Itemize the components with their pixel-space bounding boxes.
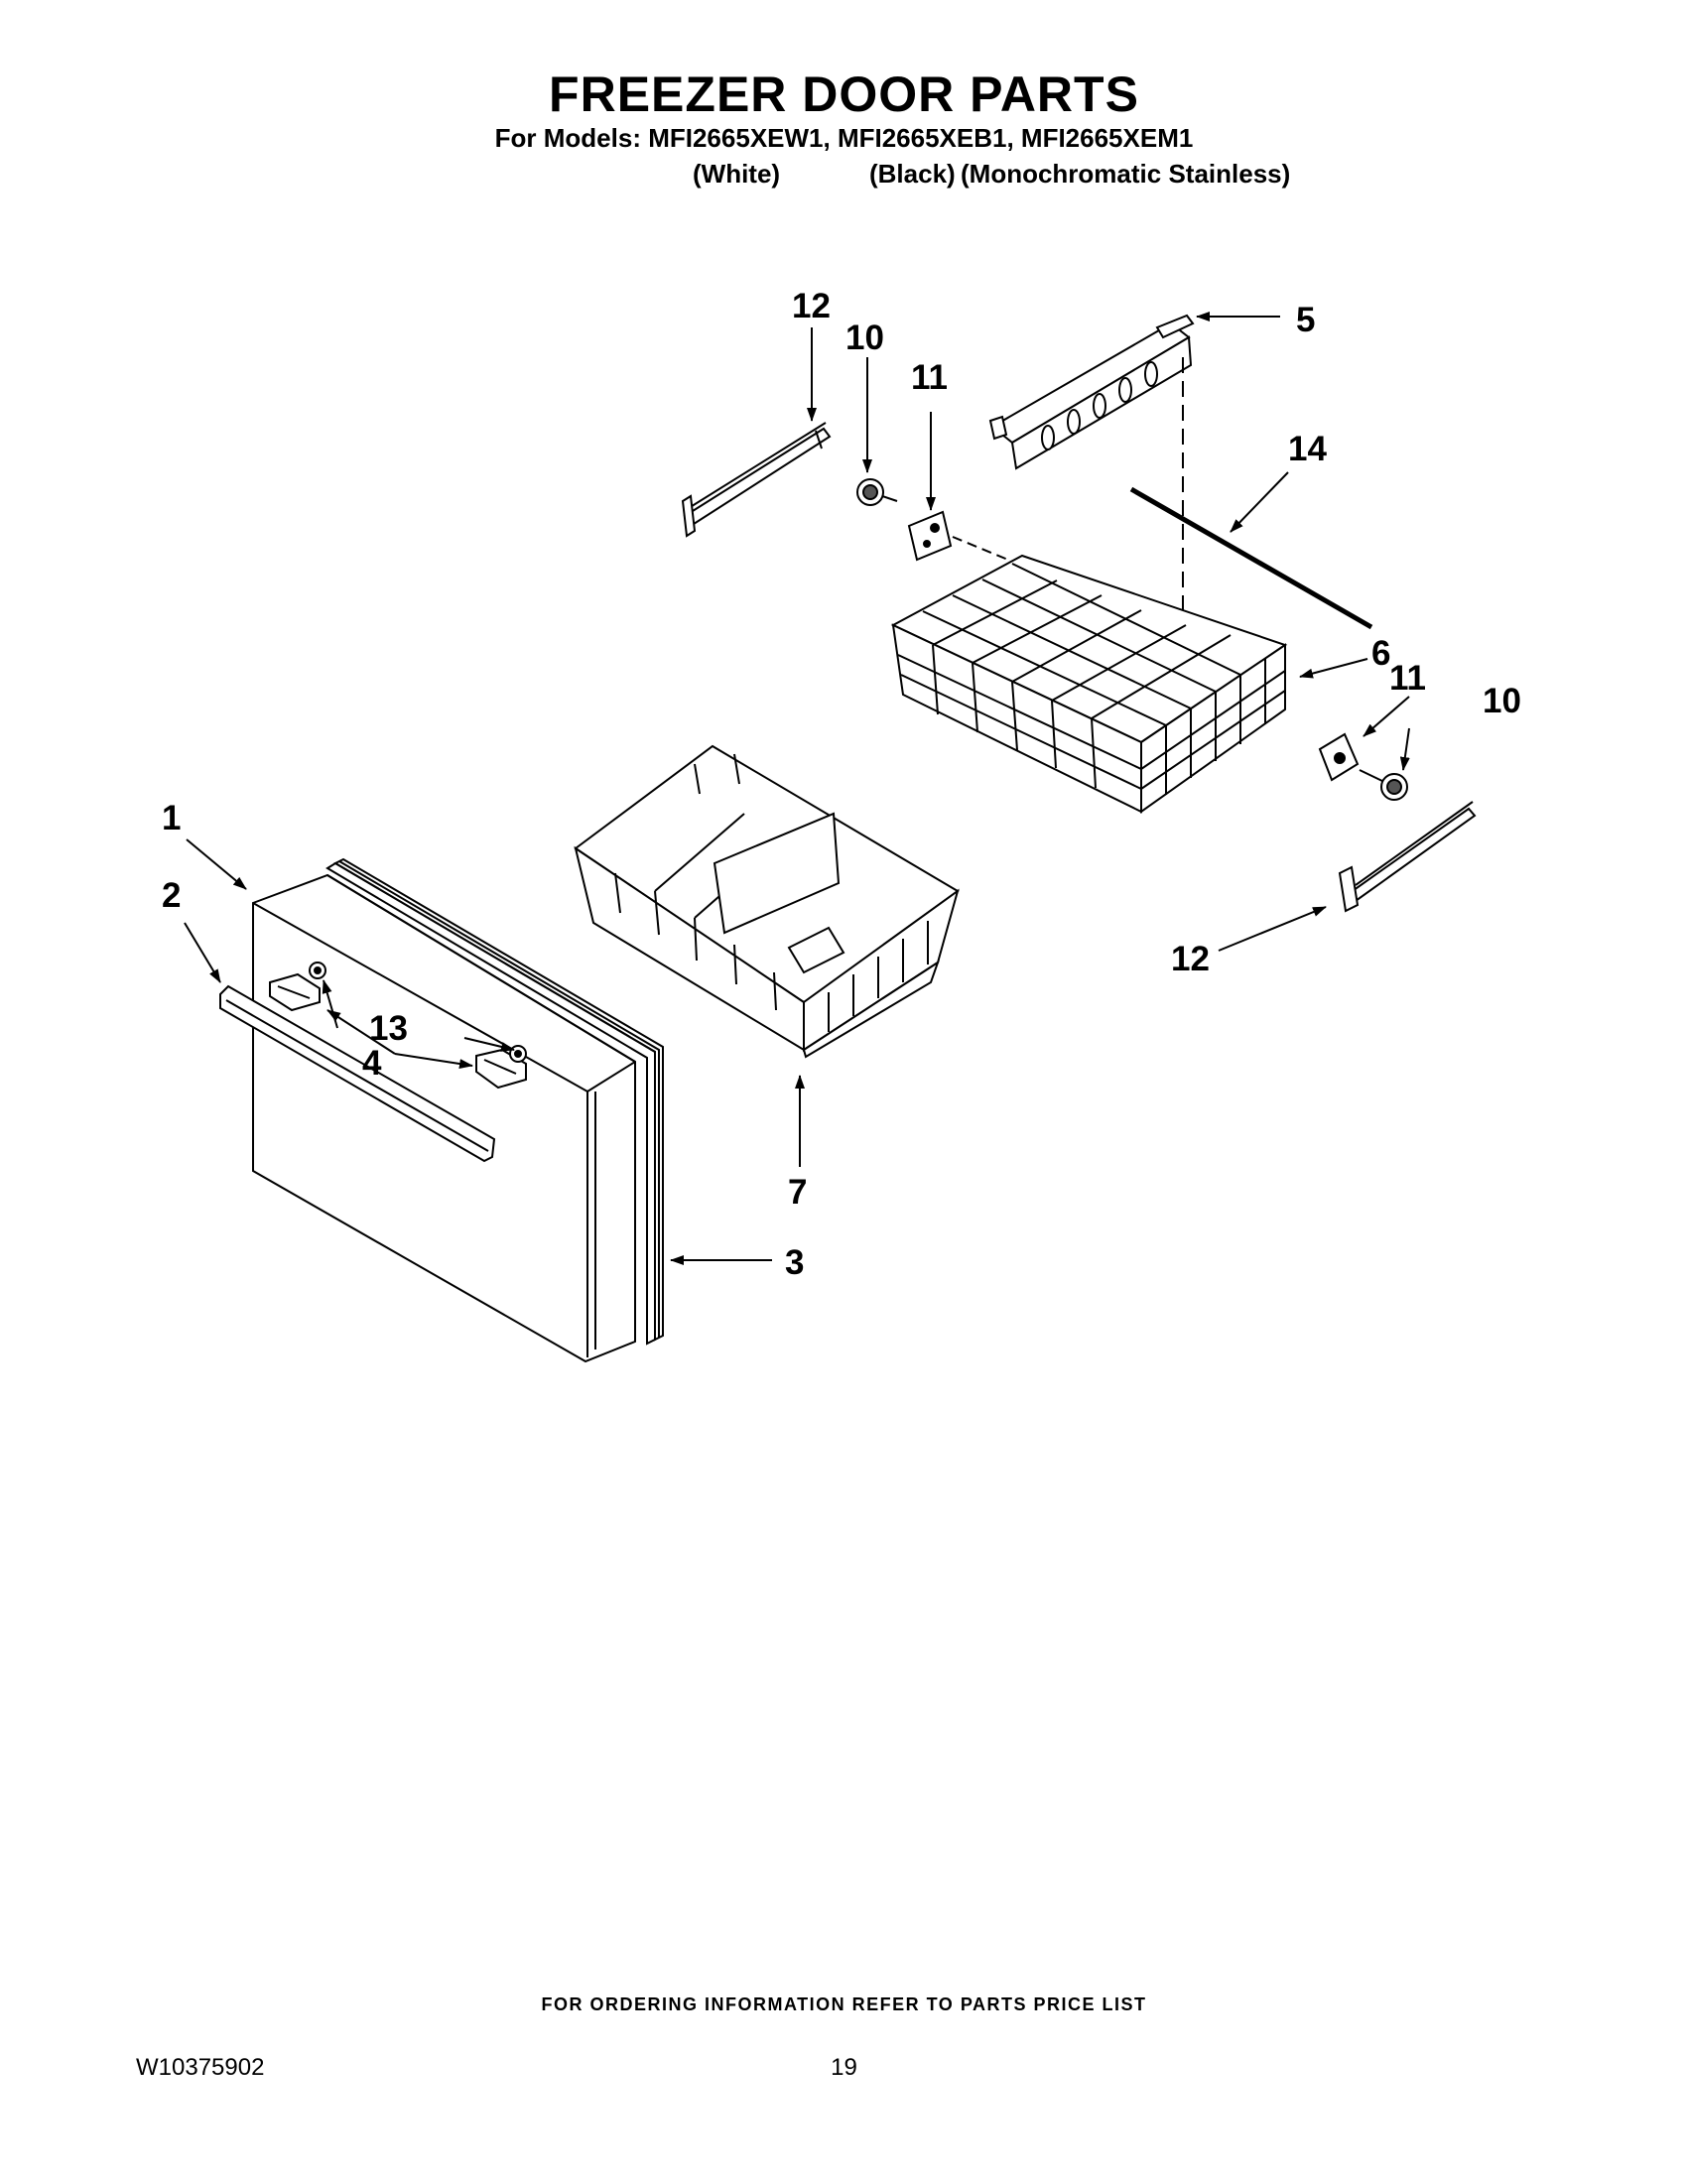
callout-arrows: [184, 312, 1410, 1265]
ordering-note: FOR ORDERING INFORMATION REFER TO PARTS …: [541, 1994, 1147, 2014]
part-4-handle-mount-upper: [269, 972, 321, 1012]
part-12-lower-slide-rail: [1338, 801, 1477, 913]
callout-11-upper: 11: [911, 358, 948, 397]
color-black-label: (Black): [869, 159, 956, 189]
color-white-label: (White): [693, 159, 781, 189]
part-12-upper-slide-rail: [681, 422, 832, 538]
callout-6: 6: [1371, 634, 1390, 673]
part-6-wire-basket: [890, 554, 1288, 814]
callout-10-lower: 10: [1483, 682, 1521, 720]
callout-4: 4: [362, 1044, 382, 1083]
callout-1: 1: [162, 799, 181, 837]
callout-12-lower: 12: [1171, 940, 1210, 978]
part-7-storage-bin: [574, 744, 960, 1059]
callout-11-lower: 11: [1389, 659, 1426, 698]
document-number: W10375902: [136, 2054, 265, 2081]
callout-10-upper: 10: [845, 319, 884, 357]
callout-3: 3: [785, 1243, 804, 1282]
part-10-upper-wheel: [856, 478, 898, 506]
part-13-screw-upper: [309, 962, 326, 979]
part-2-door-handle: [219, 984, 496, 1163]
callout-2: 2: [162, 876, 181, 915]
page-number: 19: [831, 2054, 857, 2081]
part-3-door-gasket: [325, 857, 664, 1346]
part-11-lower-clip: [1318, 732, 1360, 782]
page-title: FREEZER DOOR PARTS: [549, 66, 1139, 122]
callout-13: 13: [369, 1009, 408, 1048]
part-5-basket-handle: [988, 314, 1195, 470]
callout-7: 7: [788, 1173, 807, 1212]
part-13-screw-lower: [509, 1045, 527, 1063]
callout-12-upper: 12: [792, 287, 831, 325]
callout-14: 14: [1288, 430, 1327, 468]
color-mono-label: (Monochromatic Stainless): [961, 159, 1291, 189]
callout-5: 5: [1296, 301, 1315, 339]
models-line: For Models: MFI2665XEW1, MFI2665XEB1, MF…: [494, 123, 1194, 153]
part-11-upper-clip: [907, 510, 953, 562]
part-10-lower-wheel: [1359, 769, 1408, 801]
part-14-rod: [1129, 486, 1373, 630]
